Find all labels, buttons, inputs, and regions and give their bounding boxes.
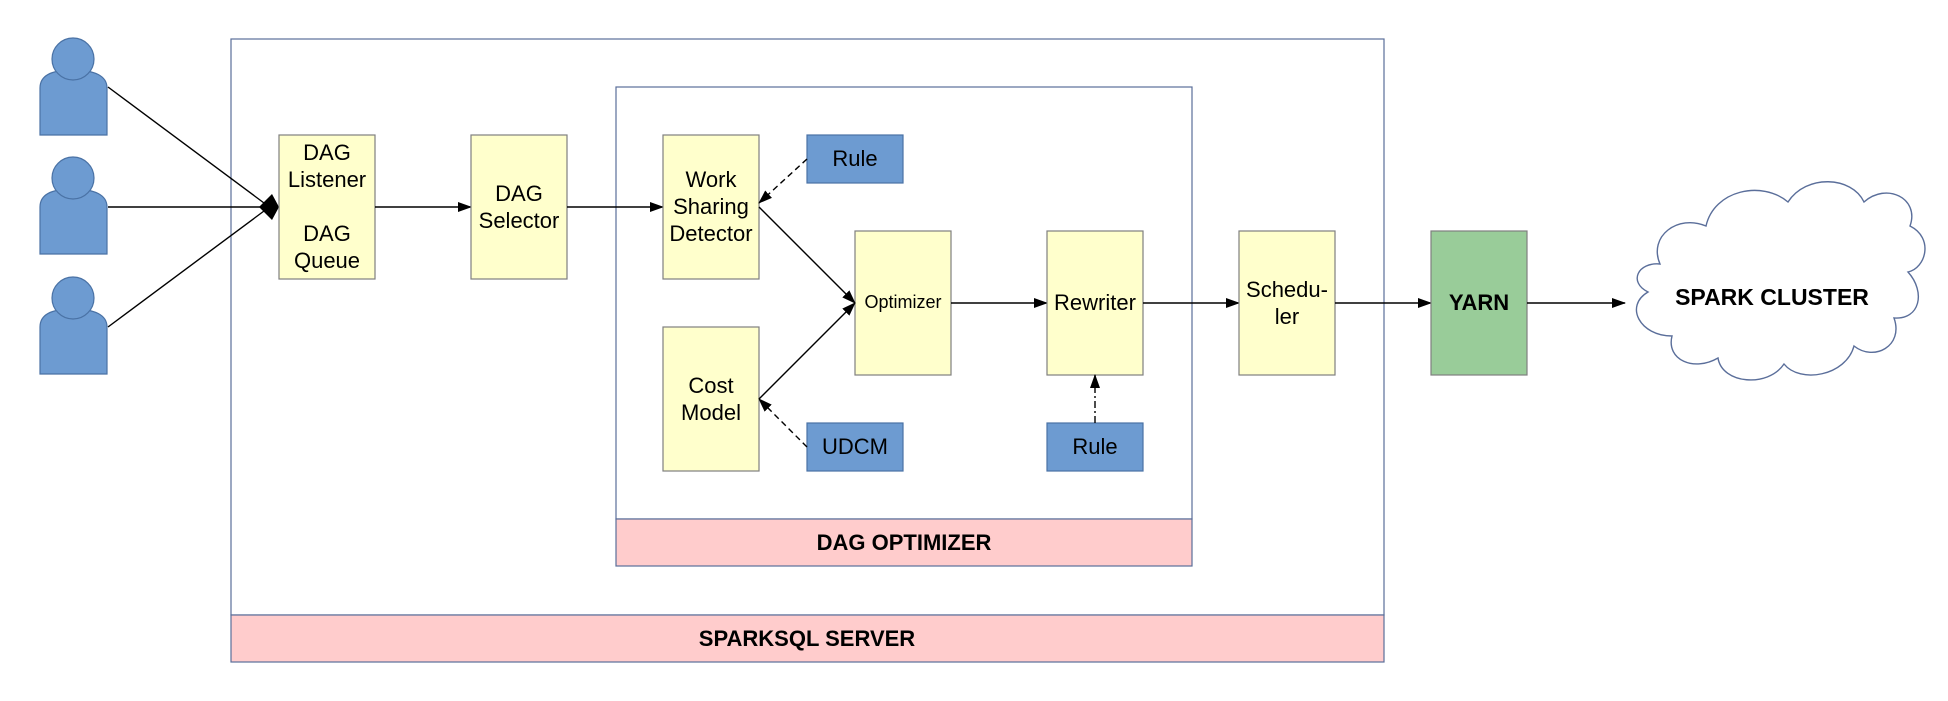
user-edge xyxy=(107,210,265,328)
dag-selector-line2: Selector xyxy=(479,208,560,233)
cloud-icon xyxy=(1635,181,1926,381)
cost-model-line1: Cost xyxy=(688,373,733,398)
scheduler-line2: ler xyxy=(1275,304,1299,329)
user-icon xyxy=(39,156,108,255)
dag-listener-line2: Listener xyxy=(288,167,366,192)
detector-line1: Work xyxy=(686,167,738,192)
user-icon xyxy=(39,37,108,136)
dag-selector-line1: DAG xyxy=(495,181,543,206)
optimizer-label: Optimizer xyxy=(864,292,941,312)
rule-bottom-label: Rule xyxy=(1072,434,1117,459)
cost-model-to-optimizer-arrow xyxy=(758,302,856,400)
spark-cluster-label: SPARK CLUSTER xyxy=(1675,284,1869,310)
dag-queue-line2: Queue xyxy=(294,248,360,273)
sparksql-server-label: SPARKSQL SERVER xyxy=(699,626,916,651)
udcm-label: UDCM xyxy=(822,434,888,459)
detector-to-optimizer-arrow xyxy=(758,206,856,304)
dag-optimizer-band xyxy=(615,518,1193,567)
yarn-box xyxy=(1430,230,1528,376)
dag-optimizer-label: DAG OPTIMIZER xyxy=(817,530,992,555)
rule-to-detector-arrow xyxy=(758,158,808,204)
dag-listener-box xyxy=(278,134,376,280)
cost-model-box xyxy=(662,326,760,472)
detector-line3: Detector xyxy=(669,221,752,246)
dag-listener-line1: DAG xyxy=(303,140,351,165)
yarn-label: YARN xyxy=(1449,290,1509,315)
detector-line2: Sharing xyxy=(673,194,749,219)
merge-diamond xyxy=(259,194,279,220)
scheduler-box xyxy=(1238,230,1336,376)
dag-selector-box xyxy=(470,134,568,280)
work-sharing-detector-box xyxy=(662,134,760,280)
udcm-to-cost-model-arrow xyxy=(758,398,808,448)
scheduler-line1: Schedu- xyxy=(1246,277,1328,302)
user-edge xyxy=(107,86,265,204)
rewriter-box xyxy=(1046,230,1144,376)
user-icon xyxy=(39,276,108,375)
dag-queue-line1: DAG xyxy=(303,221,351,246)
cost-model-line2: Model xyxy=(681,400,741,425)
sparksql-server-band xyxy=(230,614,1385,663)
rule-top-label: Rule xyxy=(832,146,877,171)
rewriter-label: Rewriter xyxy=(1054,290,1136,315)
optimizer-box xyxy=(854,230,952,376)
